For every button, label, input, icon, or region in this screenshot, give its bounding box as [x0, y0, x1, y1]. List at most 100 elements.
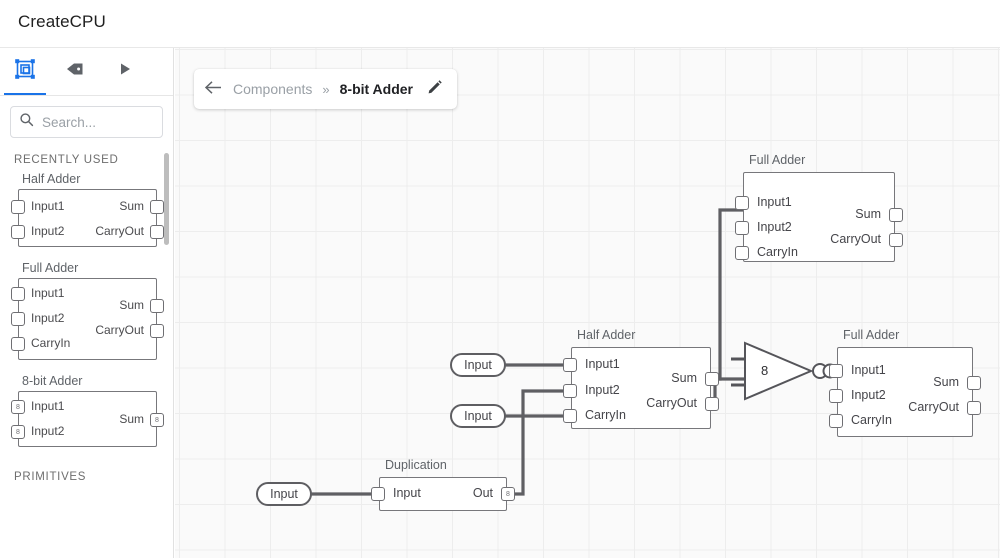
input-pill-label: Input: [270, 487, 298, 501]
node-half-adder[interactable]: Half Adder Input1 Input2 CarryIn Sum Car…: [563, 328, 719, 429]
node-body: [837, 347, 973, 437]
palette-item-8bit-adder[interactable]: 8-bit Adder 8 8 8 Input1 Input2 Sum: [0, 374, 173, 447]
node-title: Full Adder: [749, 153, 806, 167]
chip-components-icon: [14, 58, 36, 85]
port-in-0[interactable]: [11, 200, 25, 214]
breadcrumb-separator: »: [322, 81, 330, 97]
input-pill-2[interactable]: Input: [450, 404, 506, 428]
port-carryout[interactable]: [889, 233, 903, 247]
input-pill-3[interactable]: Input: [256, 482, 312, 506]
port-label: CarryOut: [908, 400, 959, 414]
port-label: CarryIn: [851, 413, 892, 427]
port-out-0[interactable]: [150, 200, 164, 214]
arrow-left-icon[interactable]: [204, 80, 223, 98]
port-bitwidth: 8: [16, 428, 20, 436]
node-full-adder-top[interactable]: Full Adder Input1 Input2 CarryIn Sum Car…: [735, 153, 903, 262]
node-full-adder-right[interactable]: Full Adder Input1 Input2 CarryIn Sum Car…: [829, 328, 981, 437]
port-label: CarryOut: [95, 323, 144, 337]
labels-tab[interactable]: [50, 48, 100, 95]
sidebar-tabs: [0, 48, 173, 96]
port-in-1[interactable]: 8: [11, 425, 25, 439]
port-input1[interactable]: [563, 358, 577, 372]
port-label: CarryIn: [585, 408, 626, 422]
port-label: Input2: [31, 424, 65, 438]
palette-list: Half Adder Input1 Input2 Sum CarryOut Fu…: [0, 172, 173, 489]
search-input[interactable]: Search...: [10, 106, 163, 138]
play-icon: [117, 61, 133, 82]
port-label: Input1: [585, 357, 620, 371]
port-in-0[interactable]: [11, 287, 25, 301]
port-label: Out: [472, 486, 493, 500]
port-label: CarryOut: [830, 232, 881, 246]
port-label: Input2: [585, 383, 620, 397]
port-out[interactable]: 8: [501, 487, 515, 501]
port-input1[interactable]: [829, 364, 843, 378]
search-area: Search...: [0, 96, 173, 138]
section-recently-used: RECENTLY USED: [14, 154, 119, 166]
node-duplication[interactable]: Duplication 8 Input Out: [371, 458, 515, 511]
port-input2[interactable]: [563, 384, 577, 398]
schematic-canvas[interactable]: 8 Full Adder Input1 Input2 CarryIn Sum C…: [175, 48, 1000, 558]
port-sum[interactable]: [967, 376, 981, 390]
port-carryout[interactable]: [705, 397, 719, 411]
port-label: CarryOut: [646, 396, 697, 410]
port-label: Sum: [119, 298, 144, 312]
port-label: Input2: [31, 311, 65, 325]
search-icon: [19, 112, 34, 132]
palette-chip-body: Input1 Input2 Sum CarryOut: [11, 189, 164, 247]
port-in-0[interactable]: 8: [11, 400, 25, 414]
port-sum[interactable]: [889, 208, 903, 222]
port-label: Sum: [671, 371, 697, 385]
palette-item-half-adder[interactable]: Half Adder Input1 Input2 Sum CarryOut: [0, 172, 173, 247]
breadcrumb-root[interactable]: Components: [233, 81, 313, 97]
port-label: Sum: [933, 375, 959, 389]
wire-layer: [309, 208, 838, 496]
port-label: Input2: [757, 220, 792, 234]
palette-chip-body: Input1 Input2 CarryIn Sum CarryOut: [11, 278, 164, 360]
port-in-1[interactable]: [11, 312, 25, 326]
run-tab[interactable]: [100, 48, 150, 95]
port-bitwidth: 8: [155, 416, 159, 424]
merger-node[interactable]: [731, 341, 828, 401]
merger-bitwidth-label: 8: [761, 363, 769, 378]
node-title: Duplication: [385, 458, 447, 472]
port-sum[interactable]: [705, 372, 719, 386]
breadcrumb: Components » 8-bit Adder: [194, 69, 457, 109]
port-input2[interactable]: [829, 389, 843, 403]
port-bitwidth: 8: [506, 490, 510, 498]
breadcrumb-current: 8-bit Adder: [339, 81, 413, 97]
sidebar-scrollbar[interactable]: [164, 153, 169, 245]
port-carryin[interactable]: [735, 246, 749, 260]
node-title: Full Adder: [843, 328, 900, 342]
port-out-0[interactable]: [150, 299, 164, 313]
app-title: CreateCPU: [18, 12, 106, 31]
palette-item-title: 8-bit Adder: [22, 374, 83, 388]
port-carryout[interactable]: [967, 401, 981, 415]
port-label: Input1: [757, 195, 792, 209]
port-in-1[interactable]: [11, 225, 25, 239]
port-label: Input1: [31, 199, 65, 213]
port-label: Input1: [31, 286, 65, 300]
port-label: Sum: [119, 199, 144, 213]
port-in-2[interactable]: [11, 337, 25, 351]
port-label: CarryOut: [95, 224, 144, 238]
port-out-1[interactable]: [150, 324, 164, 338]
tag-icon: [65, 59, 85, 84]
title-bar: CreateCPU: [0, 0, 1000, 48]
port-label: CarryIn: [757, 245, 798, 259]
components-tab[interactable]: [0, 48, 50, 95]
port-out-0[interactable]: 8: [150, 413, 164, 427]
port-out-1[interactable]: [150, 225, 164, 239]
port-label: Input1: [851, 363, 886, 377]
port-input[interactable]: [371, 487, 385, 501]
port-input1[interactable]: [735, 196, 749, 210]
input-pill-1[interactable]: Input: [450, 353, 506, 377]
port-carryin[interactable]: [829, 414, 843, 428]
palette-item-full-adder[interactable]: Full Adder Input1 Input2 CarryIn Sum Car…: [0, 261, 173, 360]
port-label: Input1: [31, 399, 65, 413]
node-body: [379, 477, 507, 511]
port-label: Input2: [851, 388, 886, 402]
port-carryin[interactable]: [563, 409, 577, 423]
pencil-icon[interactable]: [427, 79, 443, 100]
port-input2[interactable]: [735, 221, 749, 235]
